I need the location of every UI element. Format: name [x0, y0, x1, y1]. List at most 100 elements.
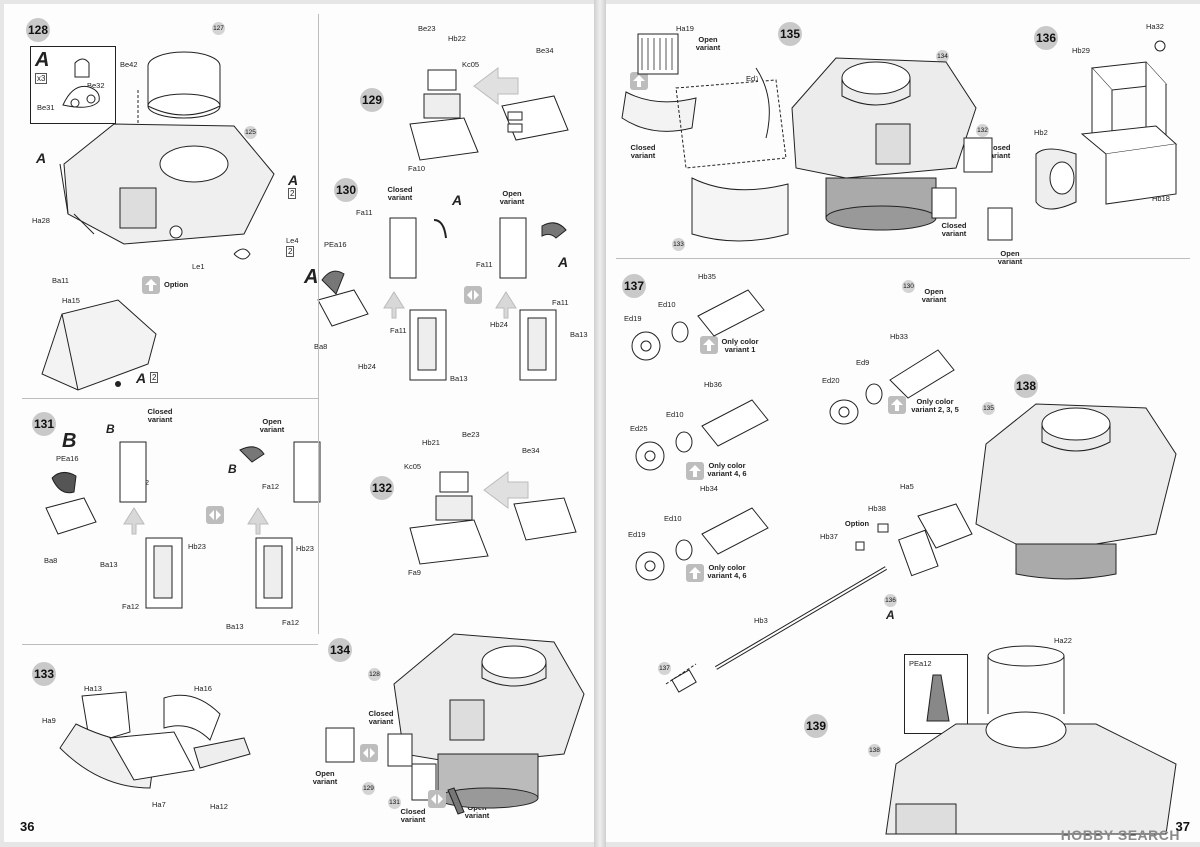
part-label: Hb37: [820, 532, 838, 541]
callout-letter: A: [558, 254, 569, 270]
turret-assembly-135-drawing: [621, 33, 1013, 242]
part-label: Be23: [462, 430, 480, 439]
bolt-assembly-drawing: [62, 58, 100, 108]
part-label: Fa11: [390, 326, 407, 335]
part-label: Ha19: [676, 24, 694, 33]
turret-body-drawing: [59, 51, 275, 260]
callout-letter: A: [136, 370, 147, 386]
hatch-variant-b-drawing: [45, 441, 321, 609]
part-label: Le1: [192, 262, 205, 271]
part-label: Ha32: [1146, 22, 1164, 31]
turret-assembly-139-drawing: [885, 645, 1177, 835]
step-129-badge: 129: [360, 88, 384, 112]
step-131-badge: 131: [32, 412, 56, 436]
open-variant-label: Open variant: [259, 417, 285, 434]
part-label: Fa9: [408, 568, 421, 577]
part-label: Hb35: [698, 272, 716, 281]
closed-variant-label: Closed variant: [147, 407, 173, 424]
ref-132: 132: [976, 124, 989, 137]
step-134-badge: 134: [328, 638, 352, 662]
part-label: Hb21: [422, 438, 440, 447]
variant-1-label: Only color variant 1: [721, 337, 759, 354]
step-137-badge: 137: [622, 274, 646, 298]
closed-variant-label: Closed variant: [630, 143, 656, 160]
ref-136: 136: [884, 594, 897, 607]
part-label: Hb22: [448, 34, 466, 43]
part-label: Ed19: [628, 530, 646, 539]
part-label: Hb34: [700, 484, 718, 493]
ref-138: 138: [868, 744, 881, 757]
part-label: Fa11: [476, 260, 493, 269]
hull-plate-drawing: [41, 299, 157, 391]
variant-icon: [888, 396, 906, 414]
quantity-badge: 2: [286, 246, 295, 257]
part-label: Be23: [418, 24, 436, 33]
part-label: Fa12: [282, 618, 300, 627]
part-label: Hb2: [1034, 128, 1048, 137]
part-label: PEa16: [56, 454, 79, 463]
variant-icon: [686, 462, 704, 480]
part-label: Hb24: [490, 320, 508, 329]
part-label: Ba13: [570, 330, 588, 339]
part-label: Ha13: [84, 684, 102, 693]
part-label: Be34: [522, 446, 540, 455]
variant-icon: [700, 336, 718, 354]
quantity-badge: 2: [150, 372, 159, 383]
ref-127: 127: [212, 22, 225, 35]
open-variant-label: Open variant: [921, 287, 947, 304]
part-label: Ha5: [900, 482, 914, 491]
step-128-badge: 128: [26, 18, 50, 42]
option-icon: [142, 276, 160, 294]
open-variant-label: Open variant: [499, 189, 525, 206]
page-number-left: 36: [20, 819, 35, 834]
step-138-badge: 138: [1014, 374, 1038, 398]
left-page: 128 A x3 Be32 Be31 Be42 127 125 A A 2 Le…: [4, 4, 598, 842]
ref-125: 125: [244, 126, 257, 139]
part-label: Be32: [87, 81, 105, 90]
step-132-badge: 132: [370, 476, 394, 500]
part-label: Fa11: [356, 208, 373, 217]
callout-letter: A: [36, 150, 47, 166]
option-label: Option: [844, 519, 870, 528]
part-label: Ha22: [1054, 636, 1072, 645]
part-label: Ha15: [62, 296, 80, 305]
closed-variant-label: Closed variant: [368, 709, 394, 726]
ref-133: 133: [672, 238, 685, 251]
part-label: Ha12: [210, 802, 228, 811]
pe-bracket-drawing: [926, 674, 950, 722]
variant-toggle-icon: [464, 286, 482, 304]
part-label: PEa16: [324, 240, 347, 249]
variant-toggle-icon: [428, 790, 446, 808]
part-label: Hb23: [188, 542, 206, 551]
part-label: Hb3: [754, 616, 768, 625]
turret-basket-drawing: [59, 691, 251, 789]
muzzle-brake-variant-drawing: [829, 349, 955, 425]
muzzle-brake-drawing: [631, 289, 769, 581]
part-label: Hb29: [1072, 46, 1090, 55]
part-label: Kc05: [462, 60, 480, 69]
part-label: Ed1: [746, 74, 760, 83]
spread-gutter: [594, 0, 606, 847]
part-label: Hb36: [704, 380, 722, 389]
part-label: Fa11: [552, 298, 569, 307]
page-number-right: 37: [1175, 819, 1190, 834]
option-label: Option: [164, 280, 189, 289]
hatch-assembly-2-drawing: [409, 471, 577, 565]
variant-235-label: Only color variant 2, 3, 5: [911, 397, 959, 414]
quantity-badge: 2: [288, 188, 297, 199]
part-label: Ed20: [822, 376, 840, 385]
ref-130: 130: [902, 280, 915, 293]
callout-letter: A: [288, 172, 299, 188]
part-label: Ed10: [666, 410, 684, 419]
step-128-inset: A x3 Be32 Be31: [30, 46, 116, 124]
part-label: Ha28: [32, 216, 50, 225]
section-divider: [318, 14, 319, 634]
step-133-badge: 133: [32, 662, 56, 686]
ref-131: 131: [388, 796, 401, 809]
pe-part-inset: PEa12: [904, 654, 968, 734]
section-divider: [616, 258, 1190, 259]
section-divider: [22, 398, 318, 399]
part-label: Ha9: [42, 716, 56, 725]
inset-letter: A: [35, 49, 50, 71]
